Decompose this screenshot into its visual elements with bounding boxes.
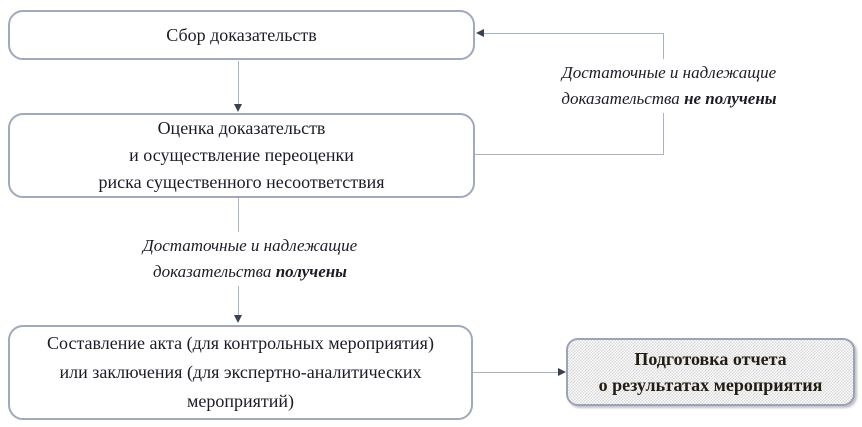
edge-label-not-received-line-2: доказательства (561, 89, 685, 108)
edge-label-not-received: Достаточные и надлежащие доказательства … (538, 59, 800, 113)
edge-label-received-line-2: доказательства (153, 262, 276, 281)
connector-act-to-report (473, 372, 559, 373)
connector-feedback-bottom (475, 154, 664, 155)
box-draft-act-line-3: мероприятий) (186, 391, 295, 411)
arrowhead-down-icon (234, 315, 242, 323)
box-evaluate-evidence: Оценка доказательств и осуществление пер… (8, 113, 475, 198)
box-draft-act: Составление акта (для контрольных меропр… (8, 325, 473, 420)
box-evaluate-line-1: Оценка доказательств (157, 118, 326, 138)
edge-label-received: Достаточные и надлежащие доказательства … (124, 232, 376, 286)
arrowhead-down-icon (234, 104, 242, 112)
box-draft-act-line-2: или заключения (для экспертно-аналитичес… (59, 362, 422, 382)
box-prepare-report-line-2: о результатах мероприятия (598, 375, 823, 395)
edge-label-received-line-1: Достаточные и надлежащие (142, 236, 358, 255)
box-collect-evidence-label: Сбор доказательств (166, 24, 317, 45)
edge-label-not-received-line-1: Достаточные и надлежащие (561, 63, 777, 82)
connector-feedback-top (483, 33, 664, 34)
connector-collect-to-evaluate (238, 61, 239, 106)
box-prepare-report-line-1: Подготовка отчета (634, 349, 787, 369)
box-draft-act-line-1: Составление акта (для контрольных меропр… (47, 333, 434, 353)
edge-label-not-received-bold: не получены (684, 89, 777, 108)
box-evaluate-line-2: и осуществление переоценки (129, 145, 354, 165)
arrowhead-left-icon (476, 29, 484, 37)
edge-label-received-bold: получены (275, 262, 347, 281)
box-collect-evidence: Сбор доказательств (8, 10, 475, 60)
box-evaluate-line-3: риска существенного несоответствия (98, 172, 385, 192)
box-prepare-report: Подготовка отчета о результатах мероприя… (566, 338, 855, 406)
arrowhead-right-icon (558, 368, 566, 376)
